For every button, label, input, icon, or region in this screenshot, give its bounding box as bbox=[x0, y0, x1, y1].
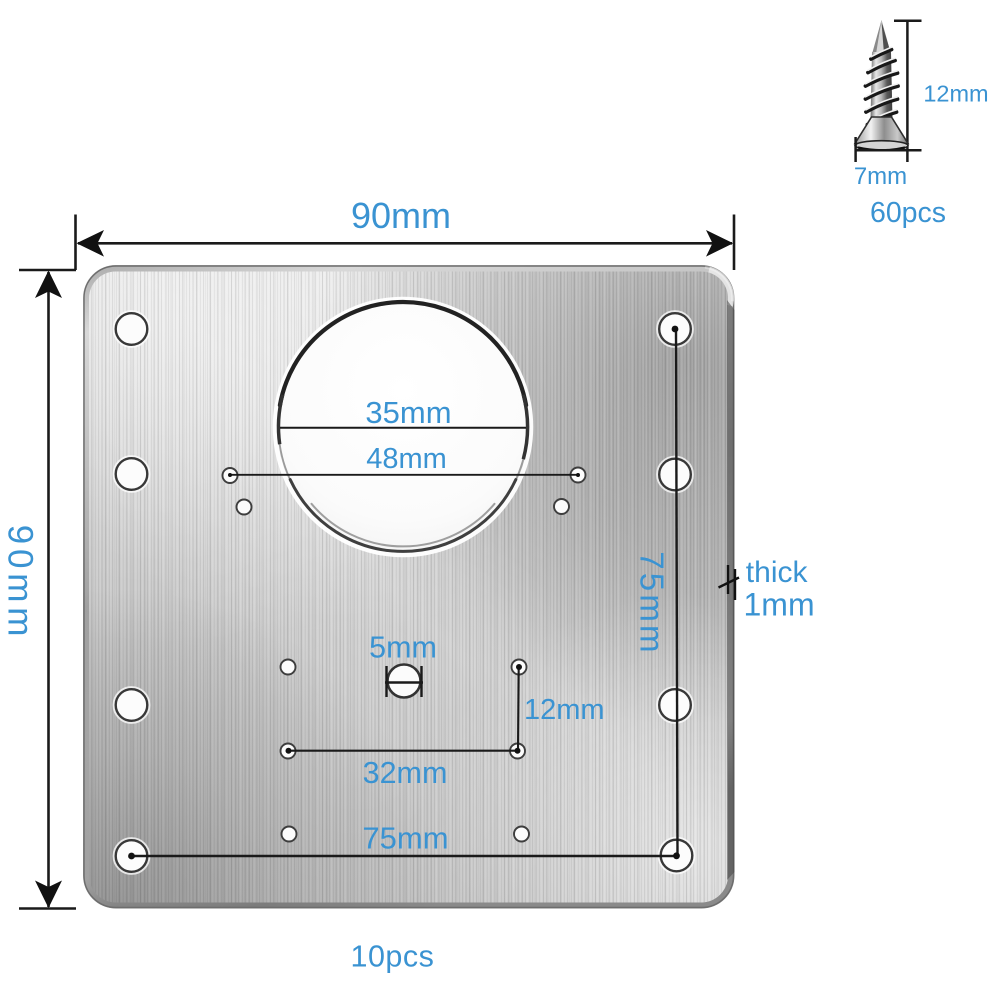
svg-text:48mm: 48mm bbox=[366, 443, 447, 475]
svg-text:1mm: 1mm bbox=[744, 587, 815, 623]
svg-text:7mm: 7mm bbox=[854, 163, 907, 190]
svg-text:75mm: 75mm bbox=[362, 821, 448, 856]
svg-text:90mm: 90mm bbox=[1, 525, 40, 641]
svg-text:32mm: 32mm bbox=[363, 756, 448, 790]
svg-text:5mm: 5mm bbox=[369, 631, 437, 665]
svg-text:90mm: 90mm bbox=[351, 195, 451, 236]
svg-text:12mm: 12mm bbox=[923, 81, 988, 107]
svg-text:35mm: 35mm bbox=[365, 395, 451, 430]
svg-text:75mm: 75mm bbox=[634, 551, 671, 656]
svg-text:10pcs: 10pcs bbox=[351, 940, 435, 974]
svg-text:60pcs: 60pcs bbox=[870, 197, 946, 229]
svg-text:12mm: 12mm bbox=[524, 694, 605, 726]
svg-text:thick: thick bbox=[746, 556, 809, 589]
